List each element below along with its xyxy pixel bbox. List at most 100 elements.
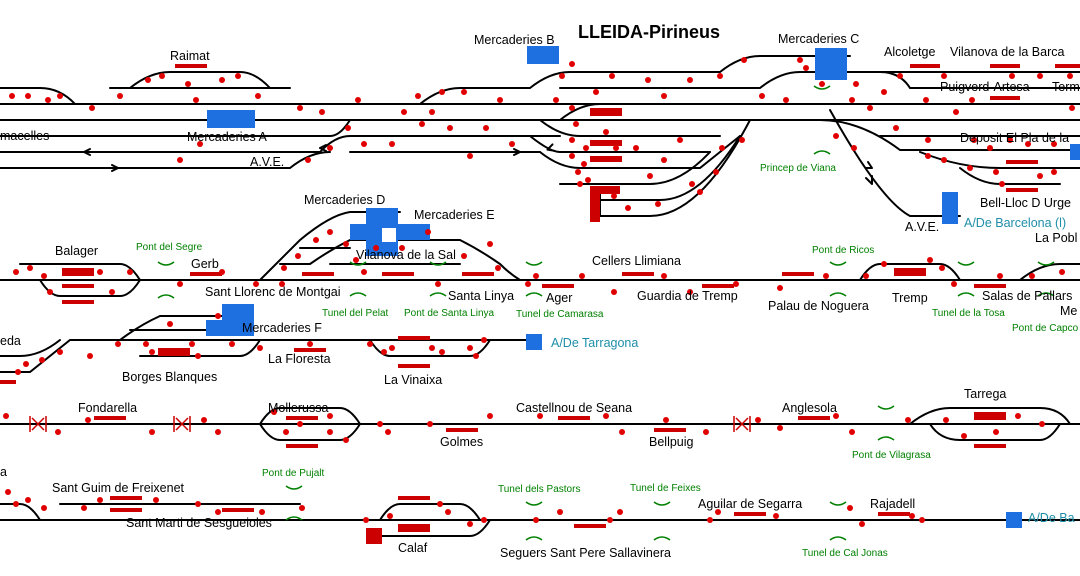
station-label[interactable]: Salas de Pallars [982,289,1072,303]
station-label[interactable]: macelles [0,129,49,143]
tracks [0,55,1080,537]
station-label[interactable]: Bellpuig [649,435,694,449]
station-label[interactable]: Mercaderies B [474,33,555,47]
station-label[interactable]: Golmes [440,435,483,449]
tarragona-exit-block[interactable] [526,334,542,350]
station-label[interactable]: La Pobl [1035,231,1077,245]
signal-light [1009,73,1015,79]
station-label[interactable]: Tremp [892,291,928,305]
signal-light [1059,269,1065,275]
signal-light [195,501,201,507]
station-label[interactable]: Term [1052,80,1080,94]
signal-light [57,349,63,355]
signal-light [703,429,709,435]
station-label[interactable]: Alcoletge [884,45,935,59]
signal-light [25,497,31,503]
signal-light [773,513,779,519]
signal-light [219,77,225,83]
station-label[interactable]: La Floresta [268,352,331,366]
mercaderies-b-block[interactable] [527,46,559,64]
tunnel-label: Tunel del Pelat [322,308,389,319]
station-label[interactable]: Mercaderies C [778,32,859,46]
station-label[interactable]: eda [0,334,21,348]
station-label[interactable]: Sant Llorenc de Montgai [205,285,341,299]
station-label[interactable]: Guardia de Tremp [637,289,738,303]
signal-light [257,345,263,351]
station-label[interactable]: Vilanova de la Sal [356,248,456,262]
signal-light [177,157,183,163]
exit-label[interactable]: A/De Ba [1028,511,1075,525]
signal-light [327,429,333,435]
station-label[interactable]: Borges Blanques [122,370,217,384]
exit-label[interactable]: A/De Tarragona [551,336,638,350]
station-label[interactable]: Sant Guim de Freixenet [52,481,185,495]
signal-light [611,289,617,295]
station-label[interactable]: Aguilar de Segarra [698,497,802,511]
station-label[interactable]: Mercaderies A [187,130,268,144]
station-label[interactable]: Mercaderies D [304,193,385,207]
signal-light [677,137,683,143]
station-label[interactable]: Rajadell [870,497,915,511]
mercaderies-e-block[interactable] [398,224,430,240]
signal-light [577,181,583,187]
barcelona-l-exit-block[interactable] [942,192,958,224]
signal-light [439,349,445,355]
signal-light [85,417,91,423]
station-label[interactable]: a [0,465,7,479]
signal-light [569,105,575,111]
station-label[interactable]: Balager [55,244,98,258]
barcelona-b-exit-block[interactable] [1006,512,1022,528]
station-label[interactable]: Seguers Sant Pere Sallavinera [500,546,671,560]
station-label[interactable]: Puigverd-Artesa [940,80,1030,94]
station-label[interactable]: Tarrega [964,387,1006,401]
station-label[interactable]: Sant Marti de Sesgueioles [126,516,272,530]
exit-label[interactable]: A/De Barcelona (l) [964,216,1066,230]
station-label[interactable]: Castellnou de Seana [516,401,632,415]
signal-light [389,345,395,351]
signal-light [741,57,747,63]
station-label[interactable]: Cellers Llimiana [592,254,681,268]
station-label[interactable]: Calaf [398,541,428,555]
signal-light [13,501,19,507]
station-label[interactable]: A.V.E. [250,155,284,169]
deposit-block[interactable] [1070,144,1080,160]
signal-light [881,89,887,95]
station-label[interactable]: Raimat [170,49,210,63]
signal-light [149,429,155,435]
station-label[interactable]: Mollerussa [268,401,328,415]
signal-light [127,269,133,275]
station-label[interactable]: Vilanova de la Barca [950,45,1064,59]
station-label[interactable]: Fondarella [78,401,137,415]
mercaderies-a-block[interactable] [207,110,255,128]
signal-light [953,109,959,115]
station-label[interactable]: Bell-Lloc D Urge [980,196,1071,210]
station-label[interactable]: Santa Linya [448,289,514,303]
station-label[interactable]: A.V.E. [905,220,939,234]
signal-light [327,413,333,419]
signal-light [923,97,929,103]
signal-light [167,321,173,327]
signal-light [229,341,235,347]
station-label[interactable]: La Vinaixa [384,373,442,387]
station-label[interactable]: Deposit El Pla de la [960,131,1069,145]
signal-light [399,245,405,251]
signal-light [943,417,949,423]
station-label[interactable]: Ager [546,291,572,305]
signal-light [425,229,431,235]
station-label[interactable]: Me [1060,304,1077,318]
station-label[interactable]: Mercaderies F [242,321,322,335]
signal-light [863,273,869,279]
signal-light [697,189,703,195]
station-label[interactable]: Palau de Noguera [768,299,869,313]
mercaderies-d-block-2[interactable] [350,224,380,240]
station-label[interactable]: Mercaderies E [414,208,495,222]
mercaderies-f-block-2[interactable] [206,320,236,336]
signal-light [343,241,349,247]
station-label[interactable]: Anglesola [782,401,837,415]
mercaderies-c-block[interactable] [815,48,847,80]
signal-light [967,165,973,171]
station-label[interactable]: Gerb [191,257,219,271]
signal-light [47,289,53,295]
signal-light [193,97,199,103]
signal-light [833,413,839,419]
